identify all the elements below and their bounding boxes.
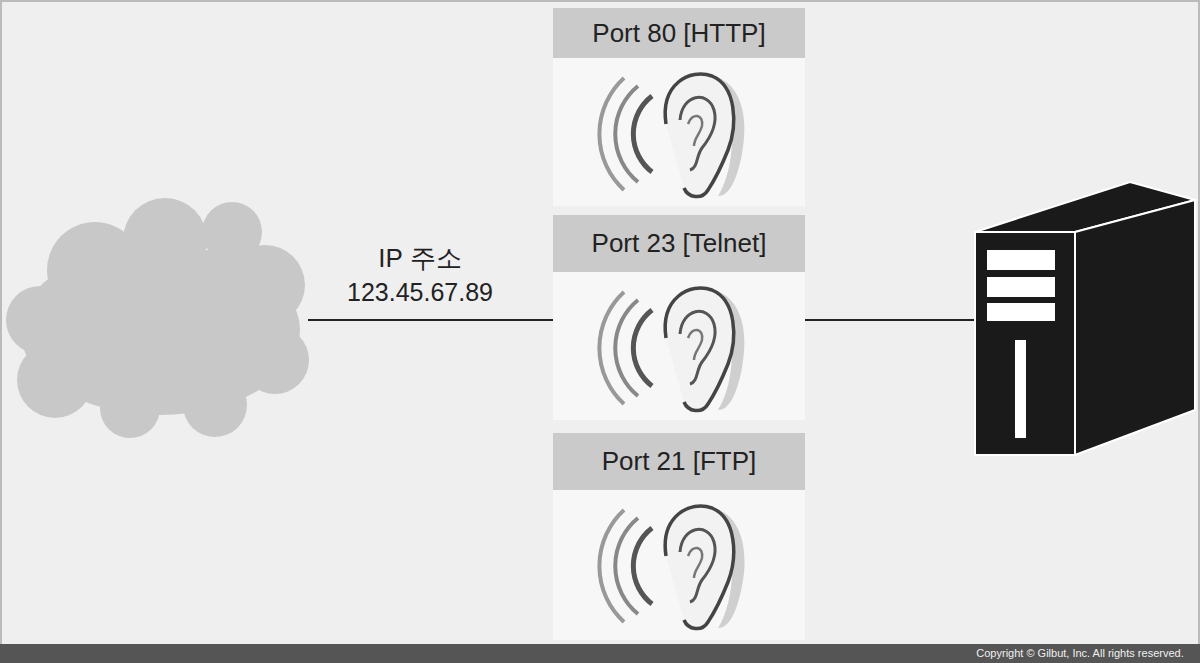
ear-icon	[599, 506, 744, 629]
port-box: Port 21 [FTP]	[553, 433, 805, 640]
port-box: Port 23 [Telnet]	[553, 215, 805, 420]
network-line	[308, 319, 553, 321]
bottom-bar	[0, 644, 1200, 663]
port-label: Port 21 [FTP]	[602, 446, 757, 477]
ear-icon	[599, 288, 744, 411]
port-label: Port 80 [HTTP]	[592, 18, 765, 49]
port-header: Port 21 [FTP]	[553, 433, 805, 490]
internet-cloud	[6, 198, 309, 438]
port-header: Port 23 [Telnet]	[553, 215, 805, 272]
port-box: Port 80 [HTTP]	[553, 8, 805, 206]
copyright-note: Copyright © Gilbut, Inc. All rights rese…	[976, 647, 1183, 659]
port-panel	[553, 58, 805, 640]
port-label: Port 23 [Telnet]	[592, 228, 767, 259]
server-icon	[975, 182, 1195, 455]
network-line	[805, 319, 976, 321]
port-header: Port 80 [HTTP]	[553, 8, 805, 58]
ear-icon	[599, 74, 744, 197]
ip-label: IP 주소	[378, 241, 461, 276]
ip-label: 123.45.67.89	[347, 278, 493, 307]
